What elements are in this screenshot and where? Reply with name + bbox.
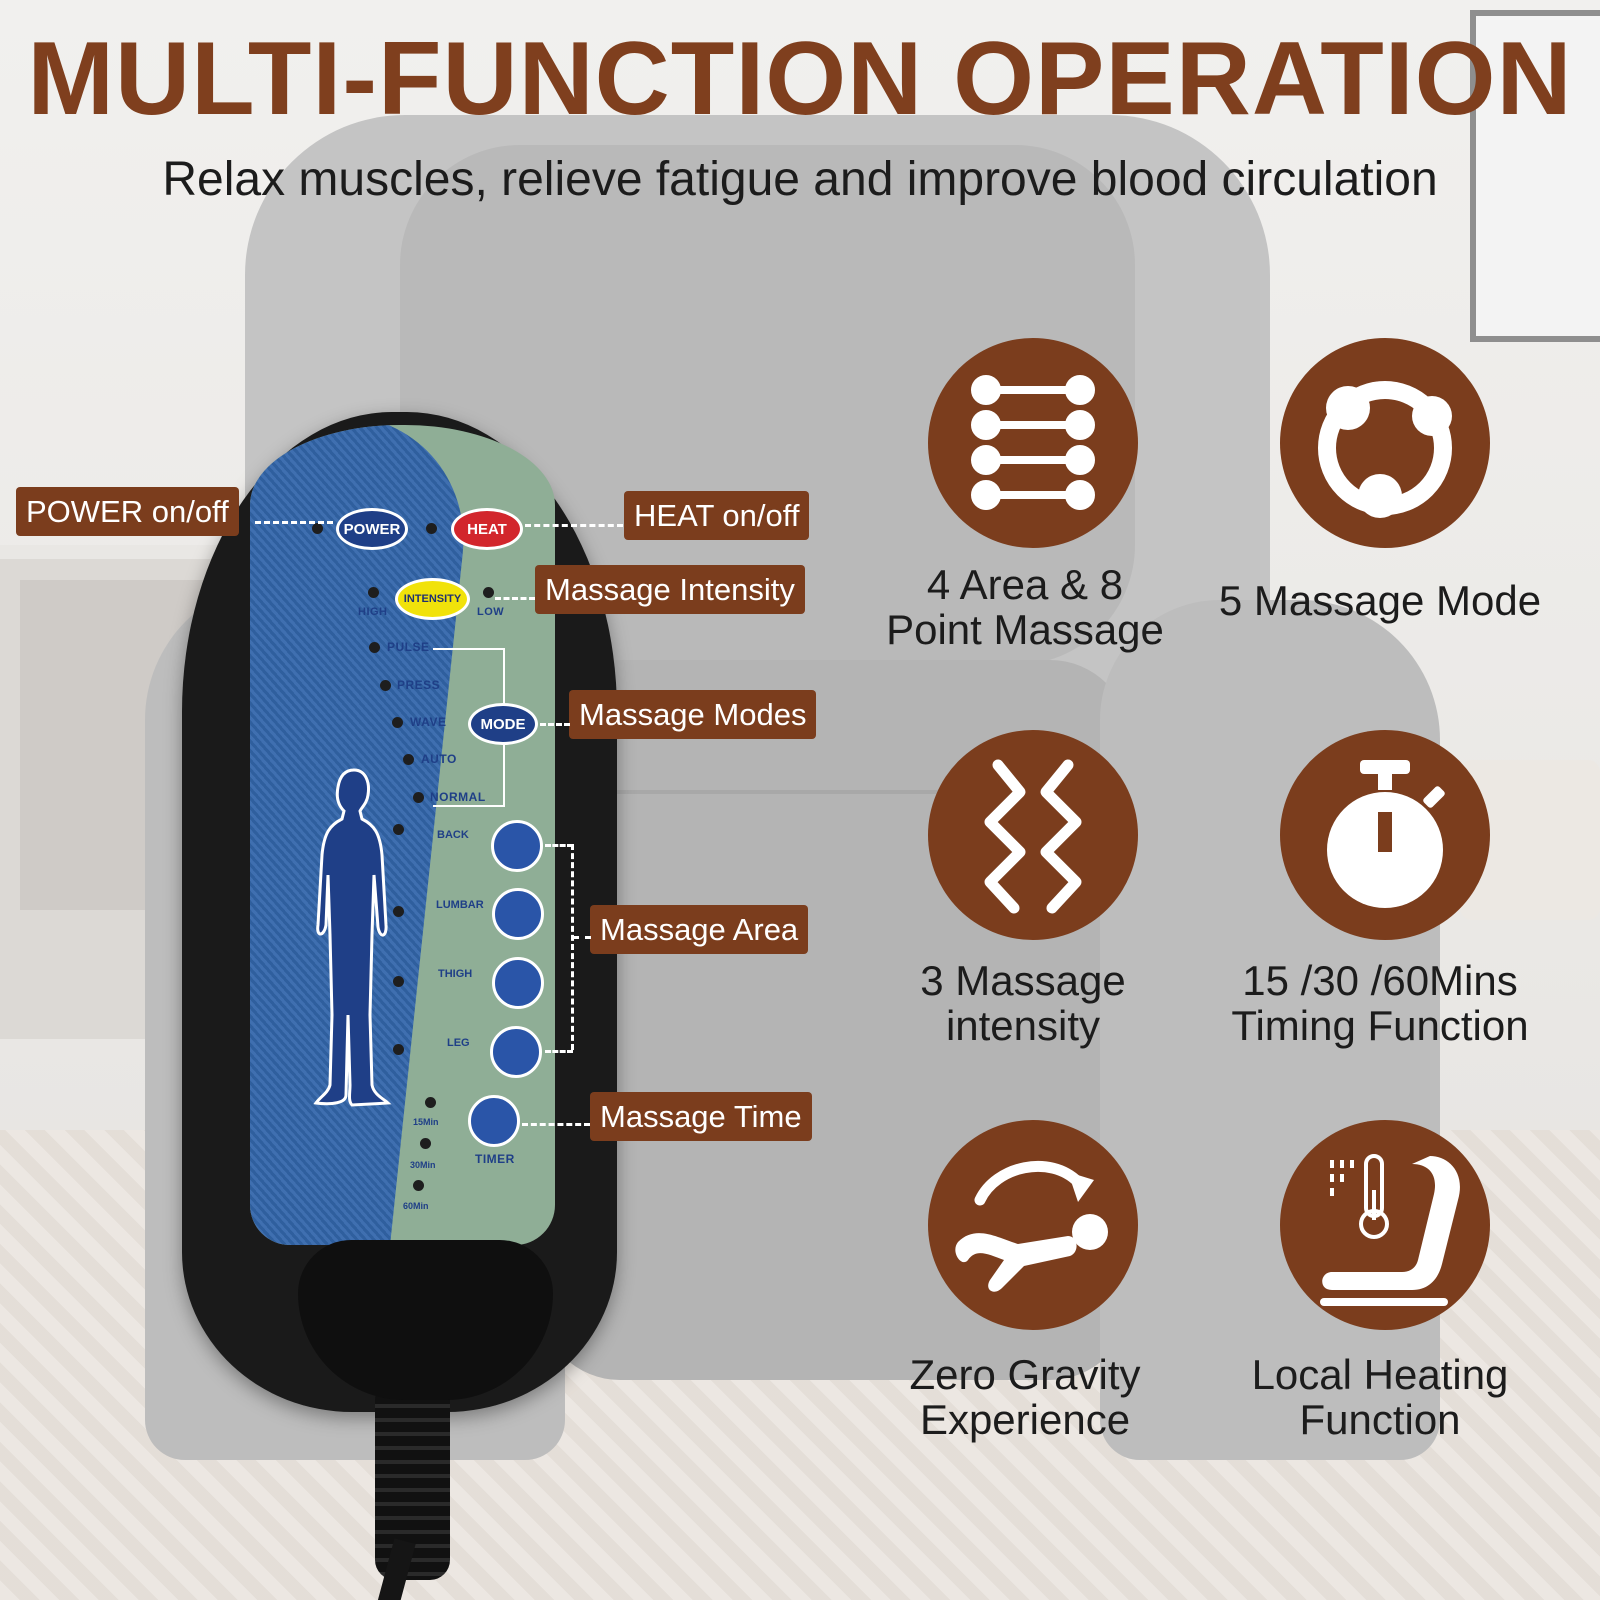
- timer-led-15: [425, 1097, 436, 1108]
- callout-time-leader: [522, 1123, 590, 1126]
- area-label-back: BACK: [437, 829, 469, 841]
- area-led-back: [393, 824, 404, 835]
- timer-button[interactable]: [468, 1095, 520, 1147]
- callout-modes-leader: [540, 723, 570, 726]
- timer-label: TIMER: [475, 1152, 515, 1166]
- area-button-leg[interactable]: [490, 1026, 542, 1078]
- callout-power-leader: [255, 521, 333, 524]
- mode-label-pulse: PULSE: [387, 640, 430, 654]
- timer-label-30: 30Min: [410, 1160, 436, 1170]
- intensity-high-label: HIGH: [358, 606, 388, 618]
- feature-label-line: 4 Area & 8: [926, 561, 1124, 608]
- feature-label-line: 15 /30 /60Mins: [1242, 957, 1518, 1004]
- callout-heat: HEAT on/off: [624, 491, 810, 541]
- feature-label-timing: 15 /30 /60Mins Timing Function: [1215, 958, 1545, 1049]
- feature-label-line: intensity: [945, 1002, 1101, 1050]
- intensity-button[interactable]: INTENSITY: [395, 578, 470, 620]
- area-label-leg: LEG: [447, 1037, 470, 1049]
- area-label-thigh: THIGH: [438, 968, 473, 980]
- massage-mode-cycle-icon: [1280, 338, 1490, 548]
- intensity-low-led: [483, 587, 494, 598]
- feature-label-line: Point Massage: [886, 606, 1164, 654]
- massage-points-icon: [928, 338, 1138, 548]
- zero-gravity-icon: [928, 1120, 1138, 1330]
- mode-label-press: PRESS: [397, 678, 441, 692]
- mode-led-pulse: [369, 642, 380, 653]
- background-picture-frame: [1470, 10, 1600, 342]
- callout-area-leader-leg: [545, 1050, 573, 1053]
- feature-label-heating: Local Heating Function: [1215, 1352, 1545, 1443]
- mode-led-auto: [403, 754, 414, 765]
- feature-label-line: Function: [1299, 1396, 1461, 1444]
- feature-label-line: 5 Massage Mode: [1218, 577, 1542, 624]
- feature-label-line: Zero Gravity: [909, 1351, 1141, 1398]
- callout-modes: Massage Modes: [569, 690, 817, 740]
- feature-label-line: 3 Massage: [920, 957, 1126, 1004]
- page-title: MULTI-FUNCTION OPERATION: [27, 21, 1573, 137]
- feature-label-intensity: 3 Massage intensity: [858, 958, 1188, 1049]
- area-button-thigh[interactable]: [492, 957, 544, 1009]
- power-button[interactable]: POWER: [336, 508, 408, 550]
- callout-time: Massage Time: [590, 1092, 812, 1142]
- mode-label-normal: NORMAL: [430, 790, 486, 804]
- callout-area-leader: [573, 936, 591, 939]
- feature-label-line: Local Heating: [1251, 1351, 1509, 1398]
- mode-label-wave: WAVE: [410, 715, 447, 729]
- timer-label-15: 15Min: [413, 1117, 439, 1127]
- body-silhouette-icon: [313, 768, 392, 1107]
- mode-led-press: [380, 680, 391, 691]
- feature-label-line: Experience: [919, 1396, 1131, 1444]
- recliner-seat-seam: [600, 790, 1070, 794]
- feature-label-massage-points: 4 Area & 8 Point Massage: [860, 562, 1190, 653]
- heat-button[interactable]: HEAT: [451, 508, 523, 550]
- area-led-lumbar: [393, 906, 404, 917]
- power-led: [312, 523, 323, 534]
- heated-seat-icon: [1280, 1120, 1490, 1330]
- timer-led-30: [420, 1138, 431, 1149]
- timer-led-60: [413, 1180, 424, 1191]
- area-label-lumbar: LUMBAR: [436, 899, 484, 911]
- stopwatch-icon: [1280, 730, 1490, 940]
- timer-label-60: 60Min: [403, 1201, 429, 1211]
- intensity-high-led: [368, 587, 379, 598]
- mode-led-wave: [392, 717, 403, 728]
- feature-label-massage-mode: 5 Massage Mode: [1215, 577, 1545, 624]
- feature-label-zero-gravity: Zero Gravity Experience: [860, 1352, 1190, 1443]
- mode-button[interactable]: MODE: [468, 703, 538, 745]
- mode-led-normal: [413, 792, 424, 803]
- area-button-back[interactable]: [491, 820, 543, 872]
- feature-label-line: Timing Function: [1231, 1002, 1529, 1050]
- intensity-low-label: LOW: [477, 606, 505, 618]
- callout-area: Massage Area: [590, 905, 809, 955]
- mode-label-auto: AUTO: [421, 752, 457, 766]
- callout-power: POWER on/off: [16, 487, 239, 537]
- area-button-lumbar[interactable]: [492, 888, 544, 940]
- remote-base: [298, 1240, 553, 1400]
- vibration-waves-icon: [928, 730, 1138, 940]
- callout-heat-leader: [525, 524, 623, 527]
- callout-area-leader-back: [545, 844, 573, 847]
- callout-area-bracket: [571, 844, 574, 1050]
- area-led-leg: [393, 1044, 404, 1055]
- callout-intensity-leader: [495, 597, 535, 600]
- callout-intensity: Massage Intensity: [535, 565, 805, 615]
- heat-led: [426, 523, 437, 534]
- page-subtitle: Relax muscles, relieve fatigue and impro…: [162, 153, 1438, 206]
- area-led-thigh: [393, 976, 404, 987]
